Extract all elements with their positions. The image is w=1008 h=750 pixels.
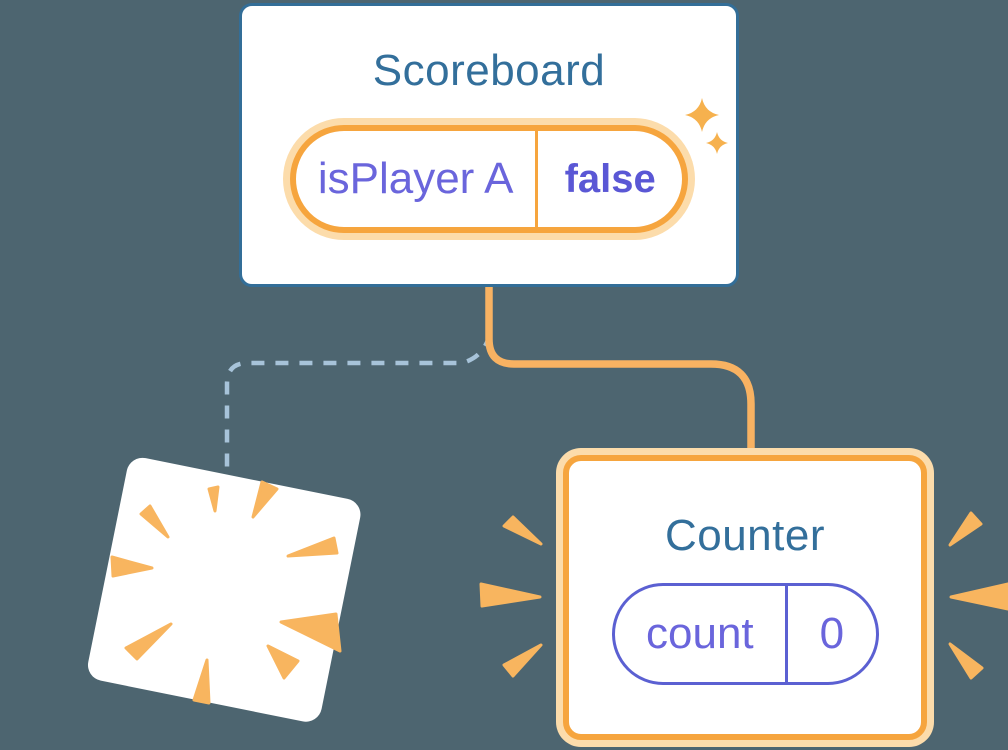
burst-ray [948, 642, 984, 680]
burst-ray [251, 480, 279, 519]
scoreboard-component-box: Scoreboard isPlayer A false [239, 3, 739, 287]
burst-ray [502, 643, 543, 678]
burst-ray [266, 644, 300, 680]
burst-ray [286, 536, 339, 558]
burst-ray [479, 582, 542, 608]
counter-state-name: count [646, 609, 754, 658]
burst-ray [949, 582, 1008, 611]
counter-state-pill: count 0 [612, 583, 879, 685]
burst-ray [279, 612, 342, 653]
connector-active [485, 282, 755, 454]
scoreboard-state-value: false [535, 131, 682, 227]
burst-ray [207, 485, 220, 513]
burst-ray [192, 658, 211, 705]
connector-dashed-removed [224, 333, 493, 471]
burst-ray [110, 555, 154, 578]
destroyed-card-face [87, 457, 361, 722]
burst-ray [139, 504, 170, 539]
burst-icon-destroyed-card [110, 480, 342, 705]
scoreboard-state-pill: isPlayer A false [290, 125, 688, 233]
burst-ray [124, 622, 173, 661]
destroyed-card [87, 457, 361, 722]
counter-component-box: Counter count 0 [563, 455, 927, 740]
counter-state-value: 0 [784, 586, 876, 682]
scoreboard-title: Scoreboard [372, 46, 606, 95]
burst-ray [948, 511, 983, 547]
scoreboard-state-name: isPlayer A [317, 154, 514, 203]
counter-title: Counter [664, 511, 826, 560]
burst-ray [502, 515, 543, 546]
